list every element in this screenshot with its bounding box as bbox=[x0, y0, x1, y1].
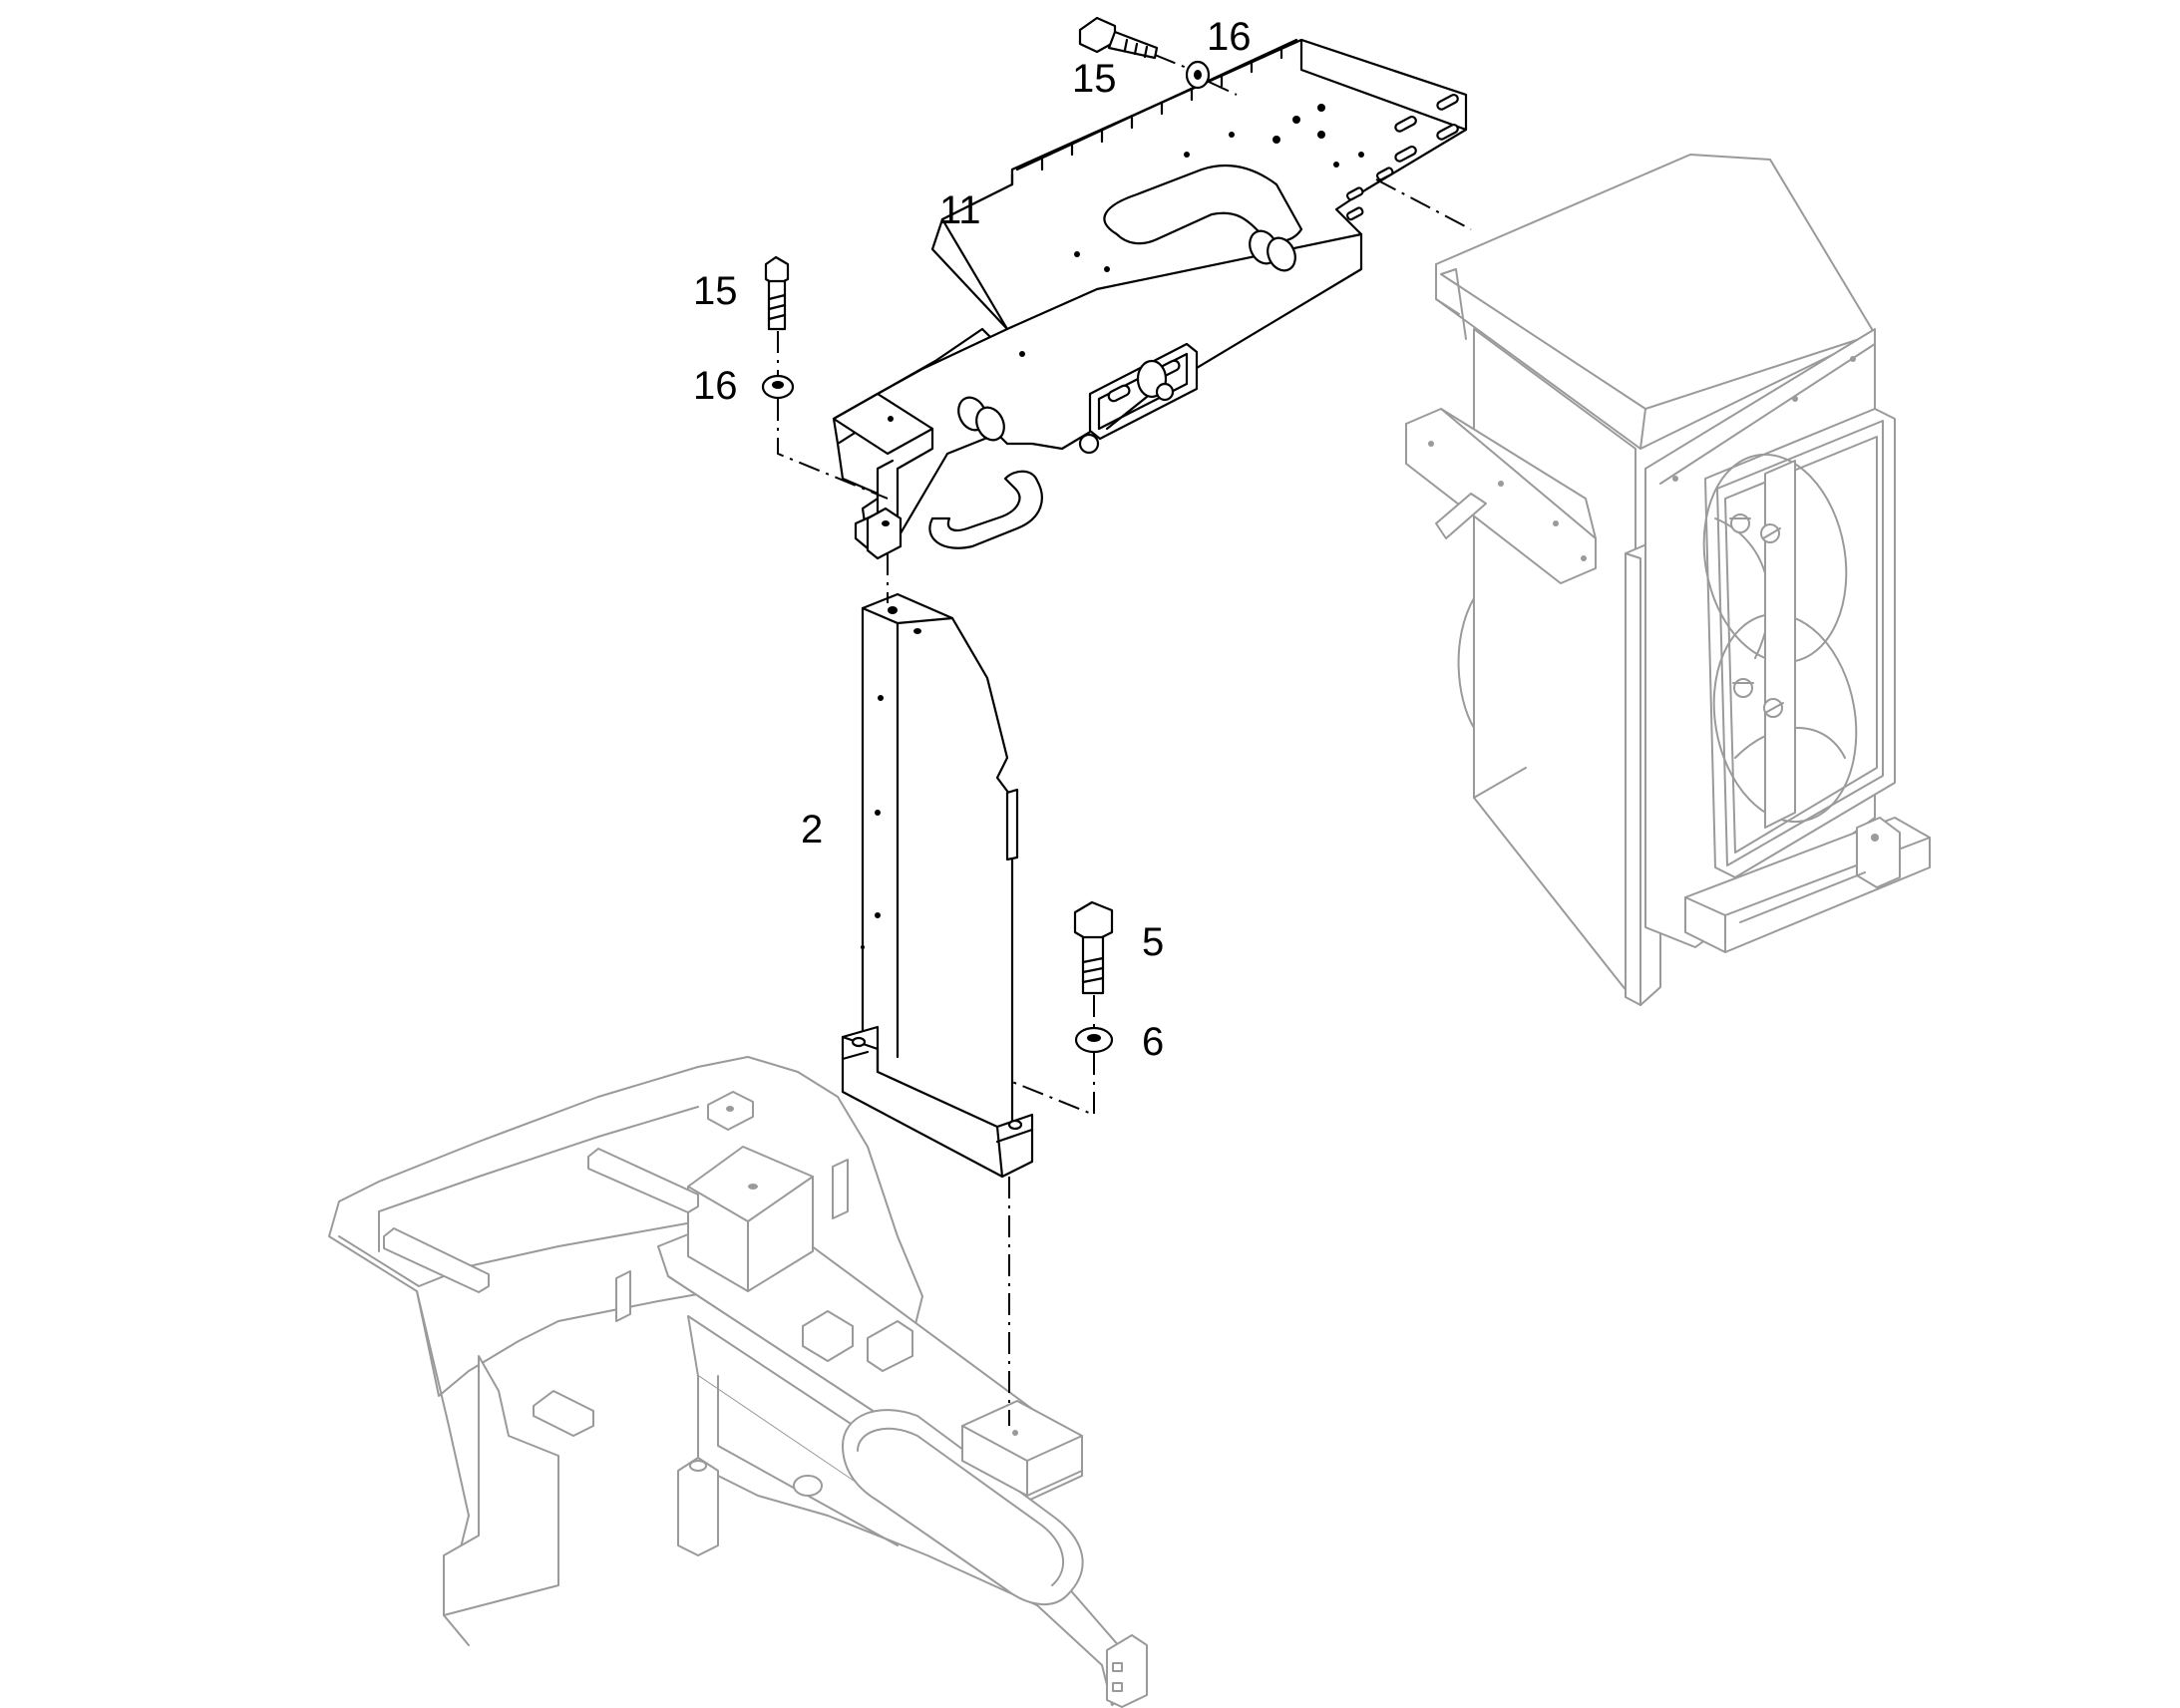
bolt-5-icon bbox=[1073, 900, 1114, 995]
callout-labels: 15 16 11 15 16 2 5 6 bbox=[693, 15, 1252, 1064]
callout-5: 5 bbox=[1142, 920, 1164, 964]
callout-11: 11 bbox=[939, 188, 981, 232]
assembly-leader-lines bbox=[777, 54, 1472, 1426]
washer-16-left-icon bbox=[761, 374, 795, 400]
washer-6-icon bbox=[1074, 1026, 1114, 1054]
callout-2: 2 bbox=[801, 808, 823, 852]
clamp-icons bbox=[1729, 513, 1784, 718]
mounting-holes bbox=[888, 104, 1364, 422]
washer-16-top-icon bbox=[1185, 60, 1211, 90]
callout-15-top: 15 bbox=[1072, 57, 1117, 101]
column-part-2 bbox=[841, 592, 1034, 1179]
cross-member-part-11 bbox=[832, 38, 1468, 560]
callout-6: 6 bbox=[1142, 1020, 1164, 1064]
bolt-15-left-icon bbox=[764, 255, 790, 331]
cooler-assembly-context bbox=[1405, 154, 1931, 1006]
callout-16-top: 16 bbox=[1207, 15, 1252, 59]
bolt-15-top-icon bbox=[1078, 16, 1159, 60]
callout-16-left: 16 bbox=[693, 364, 738, 408]
callout-15-left: 15 bbox=[693, 269, 738, 313]
frame-casting-context bbox=[328, 1056, 1148, 1708]
